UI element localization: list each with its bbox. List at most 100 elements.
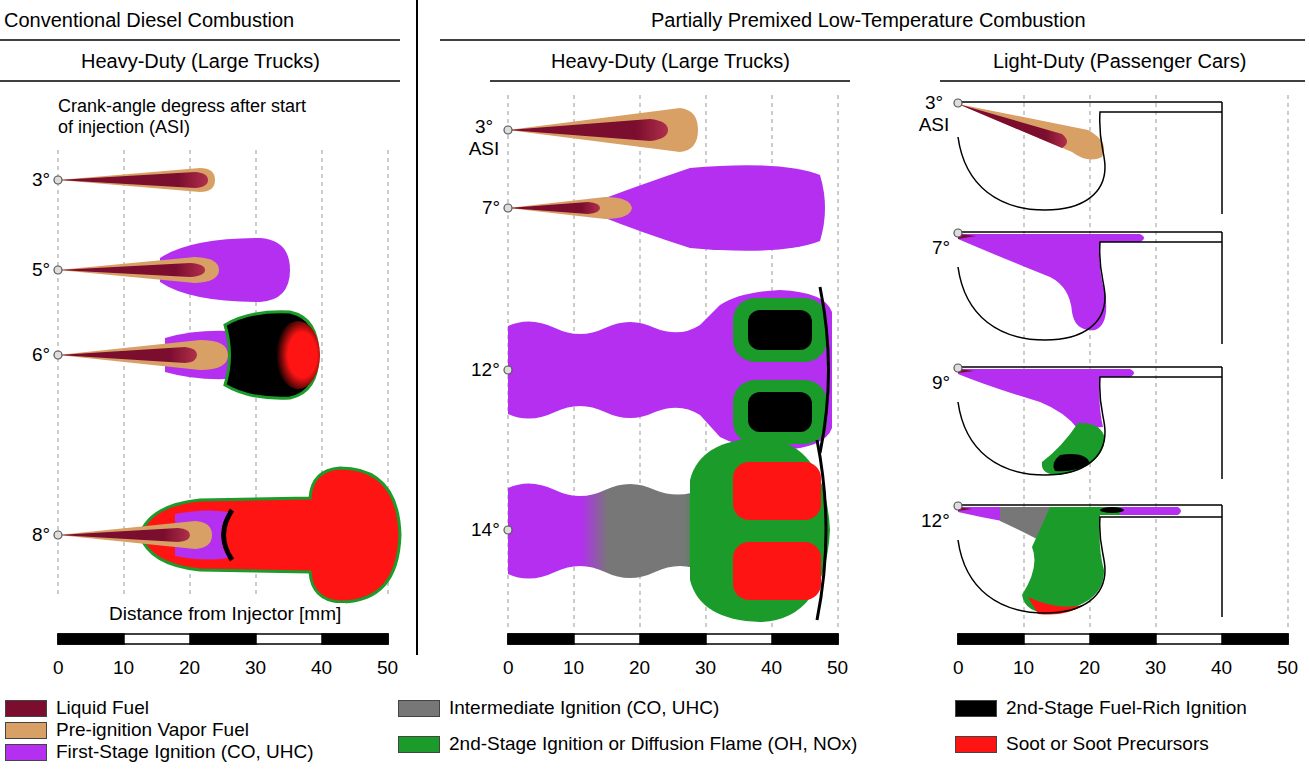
legend-entry: Soot or Soot Precursors bbox=[955, 733, 1209, 755]
spray-7deg bbox=[508, 165, 825, 251]
scale-bar bbox=[1222, 634, 1288, 644]
spray-3deg bbox=[958, 104, 1067, 148]
spray-7deg bbox=[508, 202, 600, 214]
spray-7deg bbox=[508, 197, 632, 219]
spray-12deg bbox=[1100, 507, 1124, 513]
spray-5deg bbox=[58, 257, 219, 283]
injector-dot bbox=[954, 229, 962, 237]
tick-label: 10 bbox=[563, 657, 584, 679]
crank-angle: 3° ASI bbox=[464, 116, 504, 160]
tick-label: 0 bbox=[503, 657, 514, 679]
spray-3deg bbox=[958, 104, 1104, 160]
legend-entry: Pre-ignition Vapor Fuel bbox=[5, 719, 249, 741]
spray-12deg bbox=[958, 507, 1002, 521]
crank-angle: 12° bbox=[471, 359, 500, 381]
legend-text: Liquid Fuel bbox=[56, 697, 149, 719]
grid-line bbox=[1156, 95, 1157, 628]
injector-dot bbox=[54, 266, 62, 274]
piston-bowl bbox=[958, 367, 1222, 479]
tick-label: 0 bbox=[953, 657, 964, 679]
spray-12deg bbox=[733, 380, 827, 444]
spray-12deg bbox=[748, 310, 812, 350]
legend-text: Pre-ignition Vapor Fuel bbox=[56, 719, 249, 741]
tick-label: 50 bbox=[827, 657, 848, 679]
legend-swatch bbox=[955, 700, 997, 717]
spray-8deg bbox=[58, 521, 212, 549]
spray-12deg bbox=[508, 287, 832, 453]
scale-bar bbox=[1090, 634, 1156, 644]
spray-7deg bbox=[600, 165, 825, 251]
injector-dot bbox=[504, 126, 512, 134]
legend-entry: 2nd-Stage Ignition or Diffusion Flame (O… bbox=[398, 733, 857, 755]
spray-14deg bbox=[690, 438, 830, 622]
injector-dot bbox=[954, 99, 962, 107]
grid-line bbox=[838, 95, 839, 628]
spray-14deg bbox=[508, 483, 705, 578]
legend-swatch bbox=[398, 700, 440, 717]
spray-12deg bbox=[1120, 507, 1181, 515]
tick-label: 30 bbox=[1145, 657, 1166, 679]
axis-note: Crank-angle degress after start of injec… bbox=[58, 96, 323, 137]
legend-swatch bbox=[955, 736, 997, 753]
piston-bowl bbox=[958, 232, 1222, 344]
legend-text: First-Stage Ignition (CO, UHC) bbox=[56, 741, 314, 763]
crank-angle: 7° bbox=[482, 197, 500, 219]
header-rules bbox=[416, 0, 418, 655]
section-title: Partially Premixed Low-Temperature Combu… bbox=[651, 9, 1086, 32]
header-rules bbox=[490, 80, 850, 82]
legend-swatch bbox=[5, 722, 47, 739]
spray-14deg bbox=[817, 440, 826, 620]
axis-title: Distance from Injector [mm] bbox=[105, 603, 345, 625]
panel-title: Light-Duty (Passenger Cars) bbox=[993, 50, 1246, 73]
panel-title: Heavy-Duty (Large Trucks) bbox=[551, 50, 790, 73]
spray-9deg bbox=[1042, 423, 1105, 475]
tick-label: 40 bbox=[761, 657, 782, 679]
tick-label: 50 bbox=[1277, 657, 1298, 679]
section-title: Conventional Diesel Combustion bbox=[4, 9, 294, 32]
tick-label: 50 bbox=[377, 657, 398, 679]
legend-text: 2nd-Stage Fuel-Rich Ignition bbox=[1006, 697, 1247, 719]
grid-line bbox=[1288, 95, 1289, 628]
spray-14deg bbox=[733, 462, 821, 520]
scale-bar bbox=[58, 634, 1288, 644]
legend-entry: Liquid Fuel bbox=[5, 697, 149, 719]
spray-5deg bbox=[58, 238, 290, 302]
crank-angle: 3° bbox=[32, 169, 50, 191]
scale-bar bbox=[958, 634, 1288, 644]
injector-dot bbox=[504, 366, 512, 374]
grid-line bbox=[58, 95, 1288, 628]
legend-entry: 2nd-Stage Fuel-Rich Ignition bbox=[955, 697, 1247, 719]
tick-label: 40 bbox=[311, 657, 332, 679]
spray-14deg bbox=[733, 542, 821, 600]
spray-3deg bbox=[58, 168, 215, 192]
piston-bowl bbox=[958, 367, 1222, 479]
legend-swatch bbox=[398, 736, 440, 753]
legend-text: Intermediate Ignition (CO, UHC) bbox=[449, 697, 719, 719]
scale-bar bbox=[772, 634, 838, 644]
tick-label: 20 bbox=[629, 657, 650, 679]
tick-label: 10 bbox=[1013, 657, 1034, 679]
crank-angle: 9° bbox=[932, 372, 950, 394]
piston-bowl bbox=[958, 102, 1222, 214]
spray-3deg bbox=[508, 108, 698, 152]
spray-3deg bbox=[58, 172, 208, 188]
grid-line bbox=[1024, 95, 1025, 628]
injector-dot bbox=[954, 502, 962, 510]
scale-bar bbox=[322, 634, 388, 644]
tick-label: 0 bbox=[53, 657, 64, 679]
legend-entry: Intermediate Ignition (CO, UHC) bbox=[398, 697, 719, 719]
spray-12deg bbox=[820, 287, 829, 453]
crank-angle: 3° ASI bbox=[914, 92, 954, 136]
injector-dot bbox=[54, 351, 62, 359]
header-rules bbox=[0, 39, 400, 41]
spray-12deg bbox=[748, 392, 812, 432]
spray-6deg bbox=[58, 312, 320, 398]
spray-7deg bbox=[958, 234, 1144, 330]
tick-label: 30 bbox=[695, 657, 716, 679]
injector-dot bbox=[504, 526, 512, 534]
header-rules bbox=[940, 80, 1305, 82]
scale-bar bbox=[508, 634, 838, 644]
legend-entry: First-Stage Ignition (CO, UHC) bbox=[5, 741, 314, 763]
spray-12deg bbox=[1022, 507, 1122, 613]
